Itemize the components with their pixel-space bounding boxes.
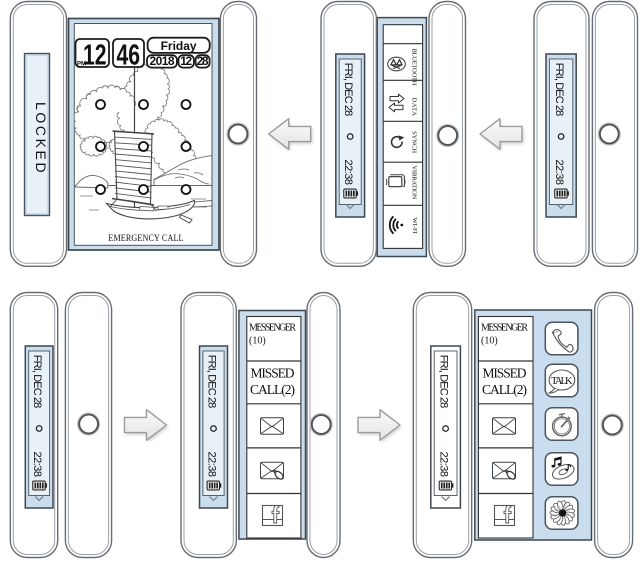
svg-text:12: 12 <box>83 39 107 71</box>
svg-text:FRI, DEC 28: FRI, DEC 28 <box>438 355 450 409</box>
svg-text:22:38: 22:38 <box>206 452 218 478</box>
svg-text:EMERGENCY CALL: EMERGENCY CALL <box>108 232 183 243</box>
svg-text:22:38: 22:38 <box>342 160 354 186</box>
svg-text:MISSED: MISSED <box>483 366 527 381</box>
svg-text:CALL(2): CALL(2) <box>482 382 527 397</box>
svg-text:FRI, DEC 28: FRI, DEC 28 <box>342 63 354 117</box>
svg-text:22:38: 22:38 <box>553 160 565 186</box>
svg-text:SYNCH: SYNCH <box>411 131 418 153</box>
svg-text:FRI, DEC 28: FRI, DEC 28 <box>31 355 43 409</box>
svg-text:12: 12 <box>180 54 192 68</box>
svg-text:DATA: DATA <box>411 98 418 117</box>
svg-text:46: 46 <box>117 39 141 71</box>
svg-text:TALK: TALK <box>551 376 573 387</box>
svg-text:MISSED: MISSED <box>251 366 295 381</box>
svg-text:22:38: 22:38 <box>438 452 450 478</box>
svg-text:FRI, DEC 28: FRI, DEC 28 <box>553 63 565 117</box>
svg-text:28: 28 <box>197 54 209 68</box>
svg-text:22:38: 22:38 <box>31 452 43 478</box>
svg-text:(10): (10) <box>481 336 498 347</box>
svg-text:BLUETOOTH: BLUETOOTH <box>411 49 418 86</box>
svg-text:Friday: Friday <box>161 39 197 53</box>
svg-text:(10): (10) <box>249 336 266 347</box>
svg-text:2018: 2018 <box>150 54 175 68</box>
svg-text:FRI, DEC 28: FRI, DEC 28 <box>206 355 218 409</box>
svg-text:MESSENGER: MESSENGER <box>481 323 528 334</box>
svg-text:CALL(2): CALL(2) <box>250 382 295 397</box>
svg-text:WI-FI: WI-FI <box>411 218 418 234</box>
svg-text:LOCKED: LOCKED <box>33 102 49 175</box>
svg-text:MESSENGER: MESSENGER <box>249 323 296 334</box>
svg-text:PM: PM <box>77 62 86 68</box>
svg-text:VIBRATION: VIBRATION <box>411 166 418 200</box>
